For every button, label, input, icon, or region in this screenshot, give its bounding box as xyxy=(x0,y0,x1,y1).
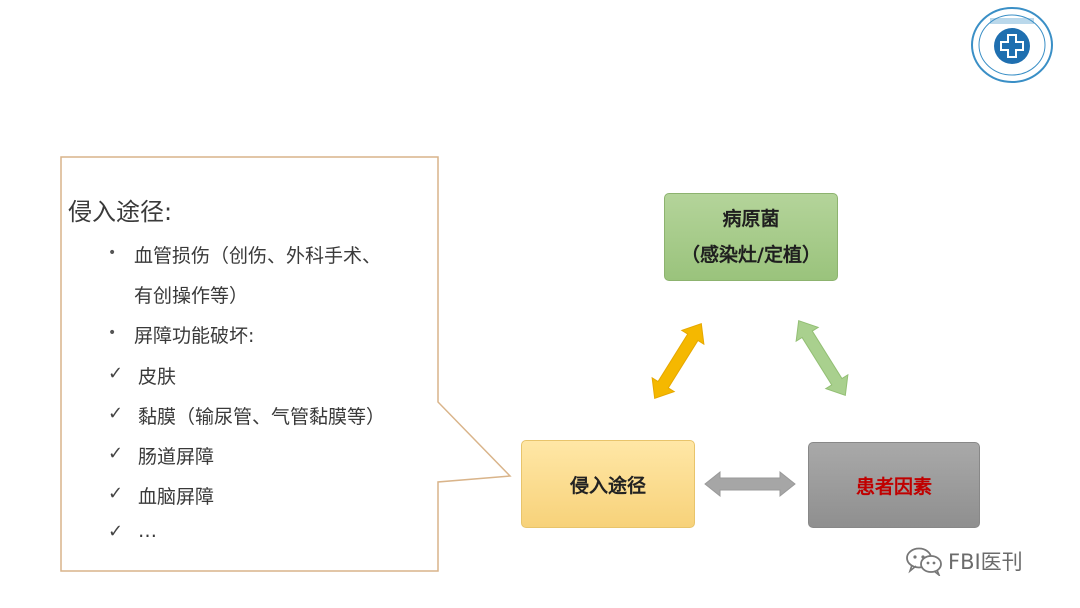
callout-item: 肠道屏障 xyxy=(138,446,215,468)
check-icon: ✓ xyxy=(108,403,124,424)
pathogen-box: 病原菌 （感染灶/定植） xyxy=(664,193,838,281)
double-arrow-left xyxy=(651,323,705,399)
bullet-marker: • xyxy=(108,325,117,341)
invasion-route-box: 侵入途径 xyxy=(521,440,695,528)
check-icon: ✓ xyxy=(108,521,124,542)
callout-item: … xyxy=(138,520,157,542)
check-icon: ✓ xyxy=(108,483,124,504)
callout-item: 黏膜（输尿管、气管黏膜等） xyxy=(138,406,386,428)
double-arrow-right xyxy=(795,320,849,396)
callout-item: 血管损伤（创伤、外科手术、 xyxy=(134,245,382,267)
callout-item: 血脑屏障 xyxy=(138,486,215,508)
wechat-icon xyxy=(906,547,942,576)
check-icon: ✓ xyxy=(108,363,124,384)
callout-item: 屏障功能破坏: xyxy=(134,325,255,347)
patient-factors-label: 患者因素 xyxy=(855,475,932,498)
hospital-logo-icon xyxy=(971,7,1053,83)
patient-factors-box: 患者因素 xyxy=(808,442,980,528)
check-icon: ✓ xyxy=(108,443,124,464)
bullet-marker: • xyxy=(108,245,117,261)
invasion-route-label: 侵入途径 xyxy=(569,474,646,497)
pathogen-label: 病原菌 xyxy=(722,208,780,230)
callout-item: 有创操作等） xyxy=(134,285,249,307)
callout-title: 侵入途径: xyxy=(68,198,173,226)
callout-item: 皮肤 xyxy=(138,366,177,388)
watermark-text: FBI医刊 xyxy=(948,550,1023,574)
pathogen-sublabel: （感染灶/定植） xyxy=(681,244,821,266)
double-arrow-bottom xyxy=(704,470,796,498)
